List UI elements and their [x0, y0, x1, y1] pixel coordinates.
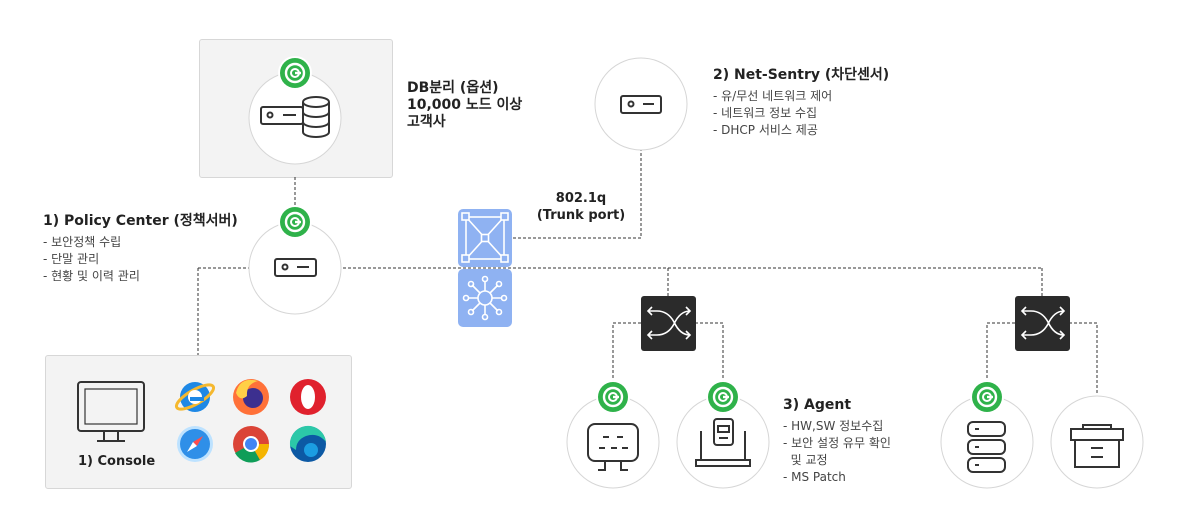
trunk-line2: (Trunk port) [536, 208, 626, 223]
trunk-line1: 802.1q [555, 191, 607, 206]
policy-center-bullet: - 보안정책 수립 [43, 235, 122, 249]
net-sentry-bullet: - 유/무선 네트워크 제어 [713, 89, 833, 103]
net-sentry-bullet: - DHCP 서비스 제공 [713, 123, 818, 137]
trunk-label: 802.1q (Trunk port) [527, 190, 635, 224]
console-monitor-icon [77, 381, 145, 442]
link-switch1-right [695, 322, 724, 395]
agent-info: 3) Agent - HW,SW 정보수집 - 보안 설정 유무 확인 및 교정… [783, 397, 891, 486]
link-netsentry-trunk [512, 148, 642, 239]
laptop-icon [695, 418, 751, 467]
genian-badge-icon [704, 378, 742, 416]
safari-icon[interactable] [177, 426, 213, 462]
policy-center-title: 1) Policy Center (정책서버) [43, 213, 238, 229]
server-stack-node[interactable] [940, 378, 1034, 489]
net-sentry-info: 2) Net-Sentry (차단센서) - 유/무선 네트워크 제어 - 네트… [713, 67, 889, 139]
internet-explorer-icon[interactable] [173, 380, 216, 413]
switch-arrows-icon [646, 306, 692, 340]
server-device-icon [274, 258, 317, 277]
console-panel [45, 355, 352, 489]
db-note: DB분리 (옵션) 10,000 노드 이상 고객사 [407, 80, 522, 131]
genian-badge-icon [276, 54, 314, 92]
agent-title: 3) Agent [783, 397, 852, 413]
db-note-line1: DB분리 (옵션) [407, 80, 499, 96]
agent-desktop-node[interactable] [566, 378, 660, 489]
monitor-icon [587, 423, 639, 471]
link-switch2-left [986, 322, 1015, 395]
chrome-icon[interactable] [233, 426, 270, 463]
access-switch-1[interactable] [641, 296, 696, 351]
policy-center-info: 1) Policy Center (정책서버) - 보안정책 수립 - 단말 관… [43, 213, 238, 285]
core-switch[interactable] [458, 209, 512, 327]
genian-badge-icon [594, 378, 632, 416]
db-server-node[interactable] [248, 54, 342, 165]
net-sentry-bullet: - 네트워크 정보 수집 [713, 106, 818, 120]
printer-node[interactable] [1050, 395, 1144, 489]
printer-icon [1070, 424, 1124, 468]
genian-badge-icon [968, 378, 1006, 416]
net-sentry-node[interactable] [594, 57, 688, 151]
policy-center-bullet: - 현황 및 이력 관리 [43, 269, 140, 283]
firefox-icon[interactable] [233, 379, 269, 415]
policy-center-node[interactable] [248, 203, 342, 315]
sensor-device-icon [620, 95, 662, 114]
net-sentry-title: 2) Net-Sentry (차단센서) [713, 67, 890, 83]
opera-icon[interactable] [290, 379, 326, 415]
genian-badge-icon [276, 203, 314, 241]
access-switch-2[interactable] [1015, 296, 1070, 351]
console-label: 1) Console [78, 454, 156, 469]
link-switch2-right [1069, 322, 1098, 395]
db-server-icon [260, 96, 330, 138]
hub-icon [462, 275, 508, 321]
db-note-line2: 10,000 노드 이상 [407, 97, 523, 113]
policy-center-bullet: - 단말 관리 [43, 252, 100, 266]
switch-arrows-icon [1020, 306, 1066, 340]
agent-bullet: - 보안 설정 유무 확인 [783, 436, 891, 450]
agent-laptop-node[interactable] [676, 378, 770, 489]
server-stack-icon [967, 421, 1006, 473]
agent-bullet: - MS Patch [783, 470, 846, 484]
edge-icon[interactable] [289, 425, 326, 462]
crossbar-icon [461, 212, 509, 263]
link-switch1-left [612, 322, 641, 395]
agent-bullet: - HW,SW 정보수집 [783, 419, 884, 433]
db-note-line3: 고객사 [407, 114, 446, 130]
agent-bullet: 및 교정 [783, 453, 828, 467]
